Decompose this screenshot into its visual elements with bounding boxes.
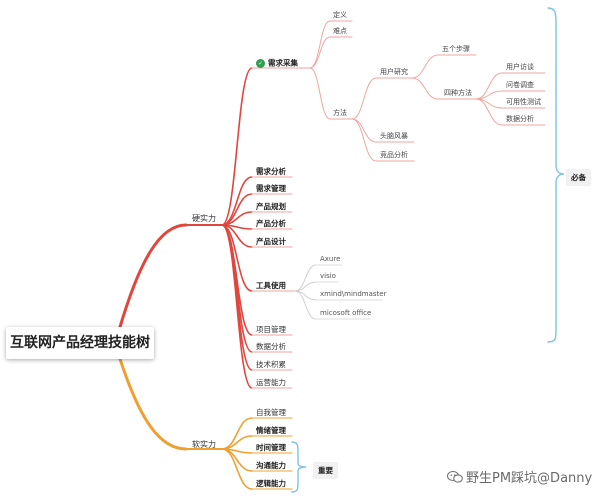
edge-soft-self	[221, 417, 253, 450]
node-four-methods[interactable]: 四种方法	[444, 89, 472, 97]
node-questionnaire[interactable]: 问卷调查	[506, 81, 534, 89]
root-label: 互联网产品经理技能树	[10, 335, 150, 351]
edge-soft-logic	[221, 448, 253, 490]
node-definition[interactable]: 定义	[333, 11, 347, 19]
node-product-analysis[interactable]: 产品分析	[256, 219, 286, 228]
node-product-design[interactable]: 产品设计	[256, 237, 286, 246]
node-time-management[interactable]: 时间管理	[256, 443, 286, 452]
edge-req-method	[309, 67, 331, 120]
node-logic[interactable]: 逻辑能力	[256, 479, 286, 488]
node-xmind[interactable]: xmind\mindmaster	[320, 290, 387, 298]
node-requirement-collection[interactable]: ✓需求采集	[256, 59, 298, 68]
requirement-collection-label: 需求采集	[268, 58, 298, 68]
node-product-planning[interactable]: 产品规划	[256, 202, 286, 211]
node-user-research[interactable]: 用户研究	[380, 68, 408, 76]
bracket-important	[291, 441, 307, 493]
node-project-management[interactable]: 项目管理	[256, 325, 286, 334]
node-five-steps[interactable]: 五个步骤	[442, 45, 470, 53]
edge-ur-four-methods	[411, 77, 439, 100]
badge-important: 重要	[313, 462, 338, 479]
edge-ur-five-steps	[411, 54, 439, 79]
node-method[interactable]: 方法	[333, 109, 347, 117]
node-axure[interactable]: Axure	[320, 255, 341, 263]
edge-fm-data	[475, 98, 503, 126]
edge-hard-operation	[221, 224, 253, 389]
node-competitor-analysis[interactable]: 竞品分析	[380, 151, 408, 159]
node-tool-usage[interactable]: 工具使用	[256, 281, 286, 290]
node-difficulty[interactable]: 难点	[333, 27, 347, 35]
node-requirement-analysis[interactable]: 需求分析	[256, 167, 286, 176]
node-tech-accumulation[interactable]: 技术积累	[256, 360, 286, 369]
edge-fm-interview	[475, 72, 503, 100]
watermark-text: 野生PM踩坑@Danny	[466, 471, 593, 486]
check-icon: ✓	[256, 59, 265, 68]
node-self-management[interactable]: 自我管理	[256, 408, 286, 417]
root-node[interactable]: 互联网产品经理技能树	[6, 327, 154, 359]
node-emotion-management[interactable]: 情绪管理	[256, 426, 286, 435]
edge-tool-axure	[294, 264, 317, 292]
edge-hard-req-collect	[221, 67, 253, 226]
wechat-icon	[447, 470, 463, 483]
node-requirement-management[interactable]: 需求管理	[256, 184, 286, 193]
edge-req-definition	[309, 20, 331, 69]
badge-essential: 必备	[566, 169, 591, 186]
node-data-analysis[interactable]: 数据分析	[256, 342, 286, 351]
edge-method-user-research	[351, 77, 377, 120]
node-usability-test[interactable]: 可用性测试	[506, 98, 541, 106]
node-soft-skills[interactable]: 软实力	[192, 440, 216, 449]
watermark: 野生PM踩坑@Danny	[447, 467, 592, 486]
bracket-essential	[547, 7, 565, 343]
edge-root-hard	[118, 223, 188, 329]
edge-root-soft	[118, 357, 188, 451]
node-research-data-analysis[interactable]: 数据分析	[506, 115, 534, 123]
edge-tool-office	[294, 290, 317, 320]
node-user-interview[interactable]: 用户访谈	[506, 63, 534, 71]
node-visio[interactable]: visio	[320, 272, 336, 280]
edge-method-competitor	[351, 118, 377, 162]
node-brainstorm[interactable]: 头脑风暴	[380, 132, 408, 140]
edge-req-difficulty	[309, 36, 331, 69]
node-communication[interactable]: 沟通能力	[256, 461, 286, 470]
node-hard-skills[interactable]: 硬实力	[192, 214, 216, 223]
node-operation-ability[interactable]: 运营能力	[256, 378, 286, 387]
edge-hard-project-management	[221, 224, 253, 336]
node-office[interactable]: micosoft office	[320, 309, 372, 317]
